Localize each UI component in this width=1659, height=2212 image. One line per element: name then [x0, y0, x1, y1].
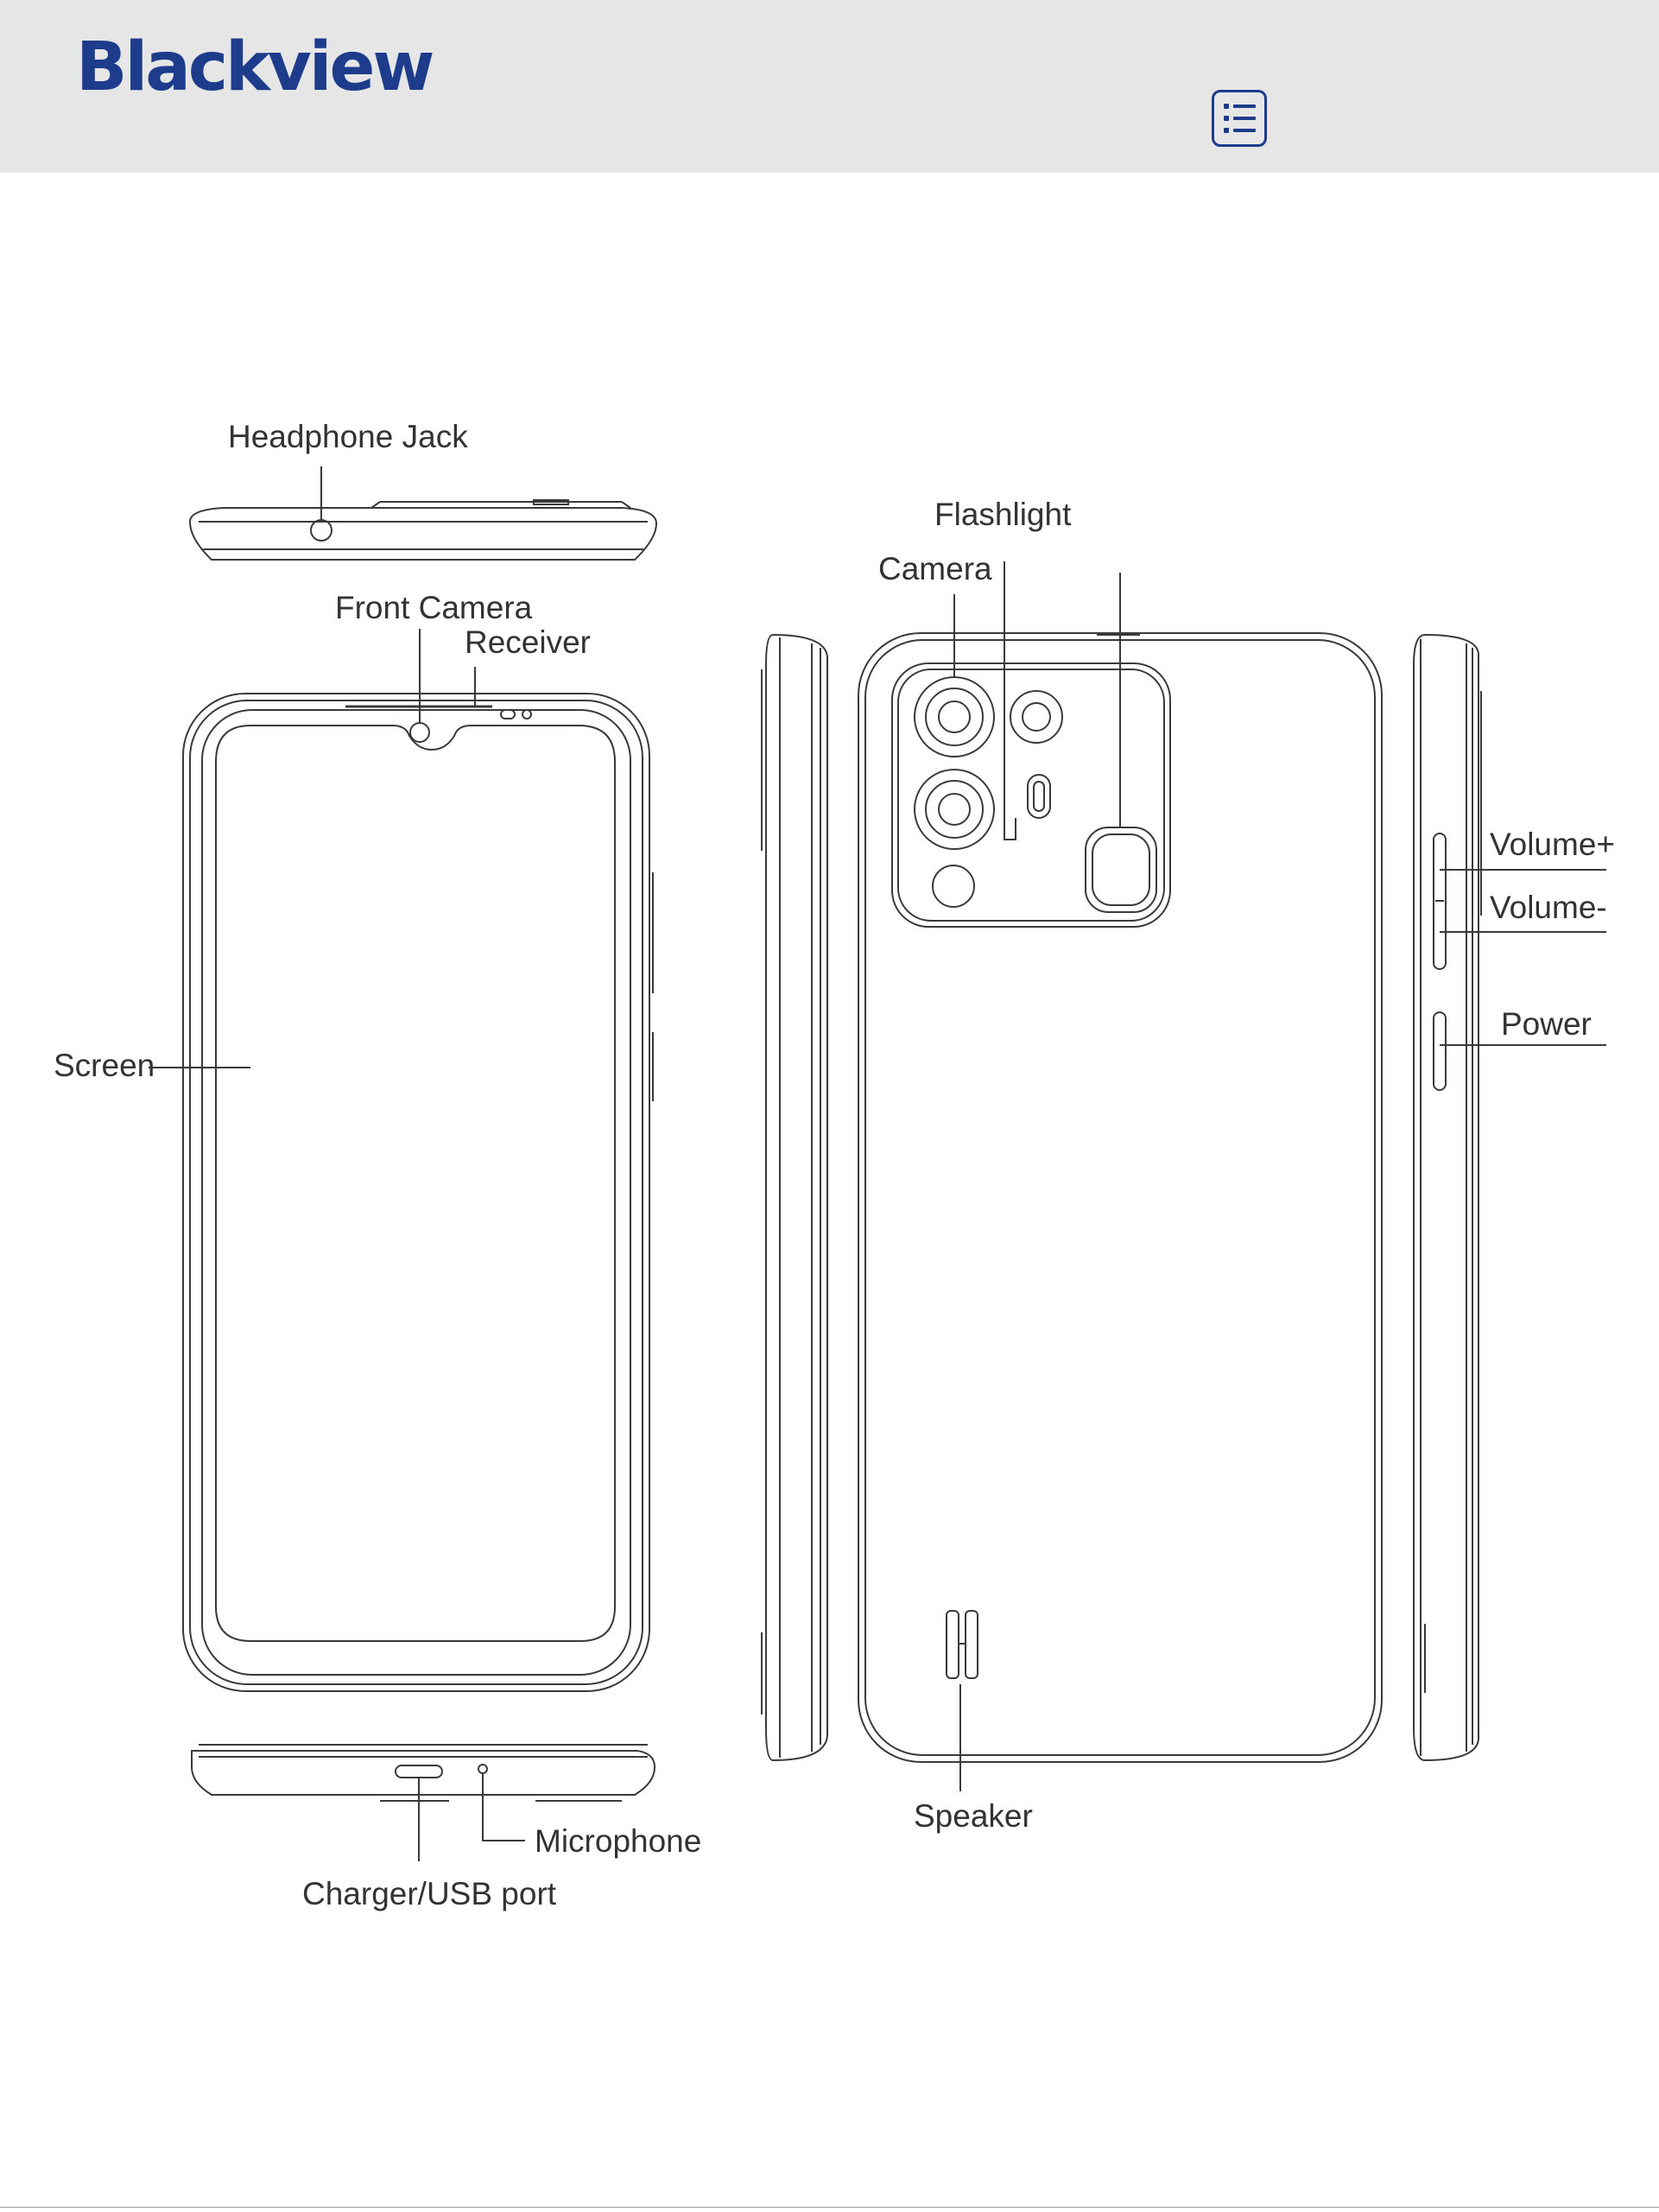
label-screen: Screen — [54, 1047, 155, 1085]
label-charger-usb-port: Charger/USB port — [302, 1875, 556, 1913]
label-flashlight: Flashlight — [934, 496, 1071, 534]
camera-module — [892, 663, 1170, 927]
front-camera — [410, 723, 429, 742]
phone-back-view — [858, 561, 1382, 1791]
usb-port — [396, 1765, 442, 1778]
power-button — [1434, 1012, 1446, 1090]
footer-divider — [0, 2207, 1659, 2208]
label-volume-up: Volume+ — [1490, 826, 1615, 864]
label-speaker: Speaker — [914, 1797, 1033, 1835]
label-power: Power — [1501, 1005, 1592, 1043]
fingerprint-sensor — [1086, 827, 1156, 912]
label-camera: Camera — [878, 550, 992, 588]
phone-left-side-view — [762, 635, 827, 1760]
label-headphone-jack: Headphone Jack — [228, 418, 468, 456]
label-receiver: Receiver — [465, 624, 591, 662]
label-volume-down: Volume- — [1490, 889, 1607, 927]
sensor — [933, 865, 974, 907]
third-camera-lens — [1010, 691, 1062, 743]
microphone-hole — [478, 1765, 487, 1773]
label-front-camera: Front Camera — [335, 589, 532, 627]
phone-front-view — [149, 629, 653, 1691]
headphone-jack-hole — [311, 520, 332, 541]
phone-right-side-view — [1414, 635, 1606, 1760]
phone-top-view — [190, 466, 656, 560]
speaker-grille — [947, 1611, 959, 1678]
label-microphone: Microphone — [535, 1822, 701, 1860]
screen-outline — [216, 726, 615, 1641]
